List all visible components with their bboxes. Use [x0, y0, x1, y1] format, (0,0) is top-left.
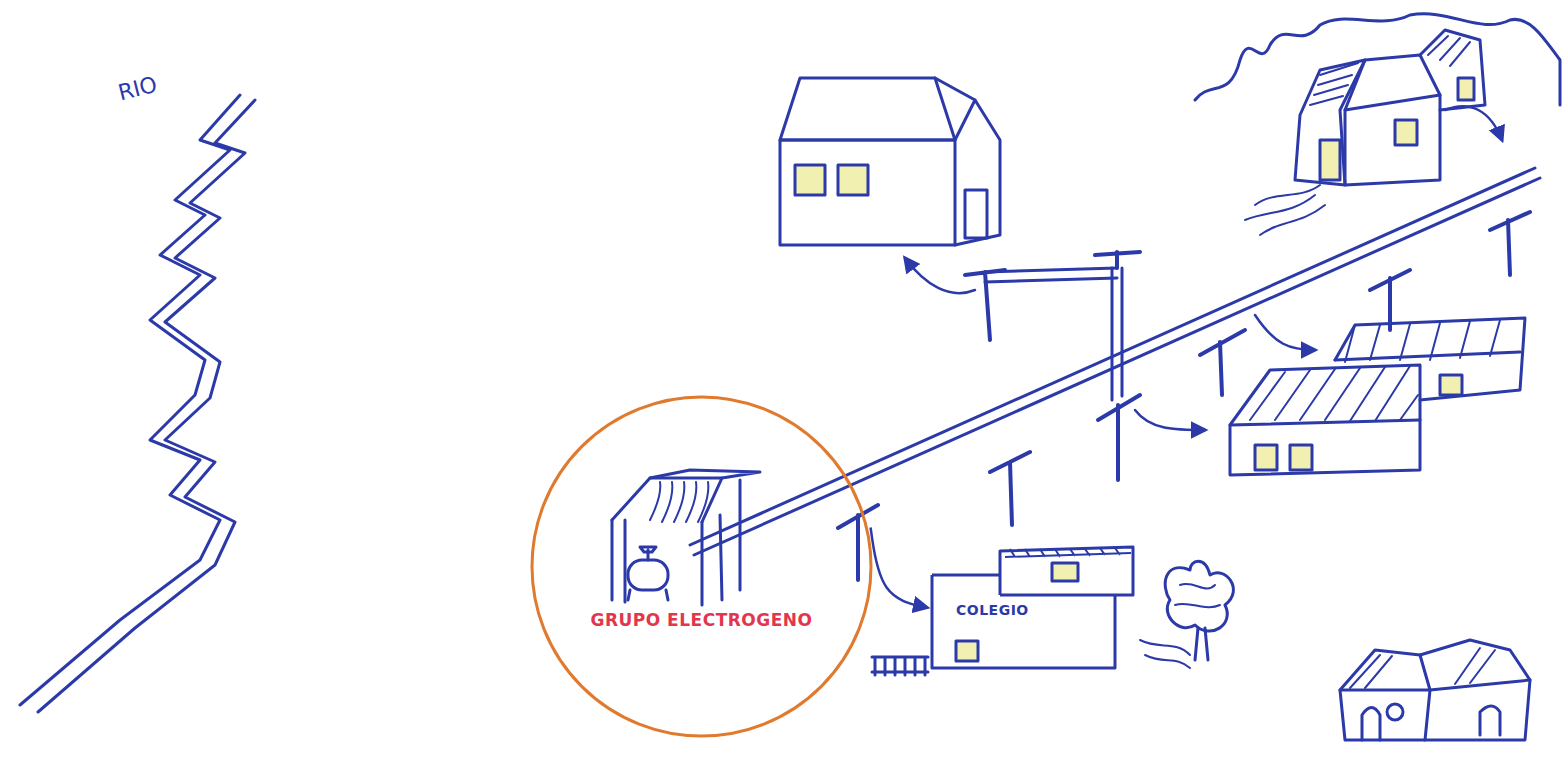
- sketch-stroke: [935, 78, 975, 100]
- sketch-stroke: [1335, 318, 1525, 400]
- sketch-stroke: [1350, 648, 1495, 688]
- sketch-stroke: [1255, 445, 1277, 470]
- generator-label: GRUPO ELECTROGENO: [590, 610, 812, 630]
- school-window: [956, 641, 978, 661]
- sketch-stroke: [1135, 410, 1205, 430]
- sketch-stroke: [1295, 60, 1365, 185]
- sketch-stroke: [628, 560, 668, 590]
- sketch-stroke: [690, 168, 1535, 545]
- small-houses: [1340, 640, 1530, 740]
- sketch-stroke: [1340, 55, 1440, 185]
- sketch-stroke: [1175, 584, 1220, 607]
- sketch-stroke: [38, 100, 255, 712]
- tree: [1140, 561, 1233, 668]
- sketch-stroke: [1140, 640, 1190, 668]
- sketch-stroke: [1445, 106, 1502, 140]
- sketch-stroke: [650, 482, 708, 522]
- hill-houses: [1245, 30, 1485, 235]
- sketch-stroke: [1458, 78, 1474, 100]
- sketch-stroke: [1245, 185, 1325, 235]
- sketch-stroke: [1480, 706, 1500, 735]
- sketch-stroke: [1428, 36, 1470, 66]
- feed-arrow: [871, 527, 927, 607]
- school-building: COLEGIO: [930, 545, 1135, 670]
- sketch-stroke: [1340, 689, 1430, 692]
- sketch-stroke: [650, 470, 760, 478]
- sketch-stroke: [965, 270, 1005, 340]
- sketch-stroke: [838, 165, 868, 195]
- sketch-stroke: [1440, 375, 1462, 395]
- sketch-stroke: [1195, 628, 1208, 660]
- sketch-stroke: [1098, 395, 1140, 480]
- house: [780, 78, 1000, 245]
- sketch-stroke: [1395, 120, 1417, 145]
- school-window: [1052, 563, 1078, 581]
- sketch-stroke: [1420, 30, 1485, 110]
- fence: [872, 657, 928, 675]
- sketch-stroke: [780, 78, 955, 140]
- sketch-stroke: [1362, 708, 1380, 741]
- sketch-stroke: [694, 178, 1540, 555]
- sketch-stroke: [1430, 680, 1530, 690]
- sketch-stroke: [1370, 270, 1410, 330]
- feed-arrows: [905, 106, 1502, 430]
- generator-shed: [612, 470, 760, 605]
- sketch-stroke: [640, 547, 656, 560]
- sketch-stroke: [1165, 561, 1233, 631]
- sketch-stroke: [990, 452, 1030, 525]
- poles: [838, 212, 1530, 580]
- building-label: COLEGIO: [956, 602, 1029, 618]
- sketch-stroke: [1230, 365, 1420, 475]
- school-roof: [1005, 548, 1131, 557]
- sketch-stroke: [1320, 140, 1340, 180]
- school-upper: [1000, 547, 1133, 595]
- highlight-circle: [532, 397, 871, 736]
- sketch-stroke: [1290, 445, 1312, 470]
- sketch-stroke: [1112, 268, 1122, 400]
- sketch-stroke: [872, 657, 928, 675]
- sketch-stroke: [1345, 95, 1440, 110]
- sketch-stroke: [955, 100, 1000, 245]
- generator-circle-outline: [530, 395, 873, 738]
- sketch-stroke: [628, 590, 668, 600]
- sketch-stroke: [1310, 63, 1358, 105]
- school-drawing: [932, 547, 1133, 668]
- warehouses: [1230, 318, 1525, 475]
- sketch-stroke: [1255, 315, 1315, 350]
- sketch-stroke: [1095, 252, 1140, 268]
- generator-circle: GRUPO ELECTROGENO: [530, 395, 873, 738]
- river: [20, 95, 255, 712]
- sketch-stroke: [1490, 212, 1530, 275]
- sketch-stroke: [780, 140, 955, 245]
- school-wall: [932, 575, 1115, 668]
- sketch-stroke: [612, 478, 722, 522]
- sketch-stroke: [1335, 352, 1520, 360]
- sketch-stroke: [905, 258, 975, 293]
- sketch-stroke: [965, 190, 987, 238]
- sketch-stroke: [795, 165, 825, 195]
- sketch-stroke: [1250, 366, 1418, 421]
- power-line: [690, 168, 1540, 555]
- sketch-stroke: [1387, 704, 1403, 720]
- river-label: RIO: [116, 72, 160, 106]
- sketch-stroke: [1200, 330, 1245, 395]
